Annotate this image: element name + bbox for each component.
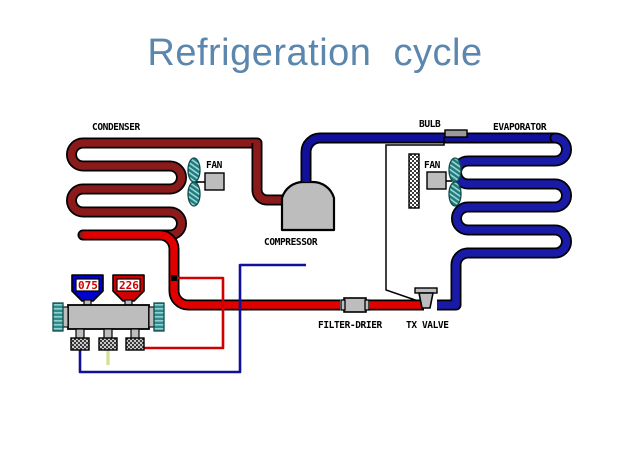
tx-valve-label: TX VALVE (406, 320, 449, 331)
tx-valve-body: TX VALVE (406, 287, 450, 331)
suction-line (300, 132, 555, 182)
condenser-coil (66, 137, 263, 241)
low-side-gauge-reading: 075 (78, 279, 98, 292)
high-side-port[interactable] (125, 328, 145, 351)
low-side-hose (78, 263, 306, 374)
condenser-fan-label: FAN (206, 160, 223, 171)
high-side-hose (136, 276, 225, 350)
manifold-gauge-set[interactable]: 075 226 (52, 274, 165, 351)
high-side-gauge-reading: 226 (119, 279, 139, 292)
compressor-discharge-line (251, 143, 282, 206)
high-side-valve-knob[interactable] (148, 302, 165, 332)
low-side-gauge[interactable]: 075 (71, 274, 104, 308)
bulb-label: BULB (419, 119, 441, 130)
evaporator-label: EVAPORATOR (493, 122, 547, 133)
air-filter (408, 153, 420, 209)
low-side-port[interactable] (70, 328, 90, 351)
page-title: Refrigeration cycle (147, 32, 483, 74)
bulb-capillary-line (385, 137, 445, 303)
condenser-outlet-line (83, 229, 340, 311)
evaporator-fan: FAN (424, 157, 462, 207)
discharge-tee-marker (171, 275, 177, 281)
center-port[interactable] (98, 328, 118, 351)
evaporator-coil (451, 132, 572, 259)
condenser-label: CONDENSER (92, 122, 141, 133)
sensing-bulb: BULB (419, 119, 468, 138)
fan-blade-icon (448, 157, 462, 207)
low-side-valve-knob[interactable] (52, 302, 69, 332)
condenser-fan: FAN (187, 157, 225, 207)
evaporator-fan-label: FAN (424, 160, 441, 171)
filter-drier-body: FILTER-DRIER (318, 297, 383, 331)
filter-drier-label: FILTER-DRIER (318, 320, 383, 331)
compressor-label: COMPRESSOR (264, 237, 318, 248)
fan-blade-icon (187, 157, 201, 207)
high-side-gauge[interactable]: 226 (112, 274, 145, 308)
compressor-body: COMPRESSOR (264, 180, 336, 248)
evaporator-outlet-line (437, 247, 469, 311)
